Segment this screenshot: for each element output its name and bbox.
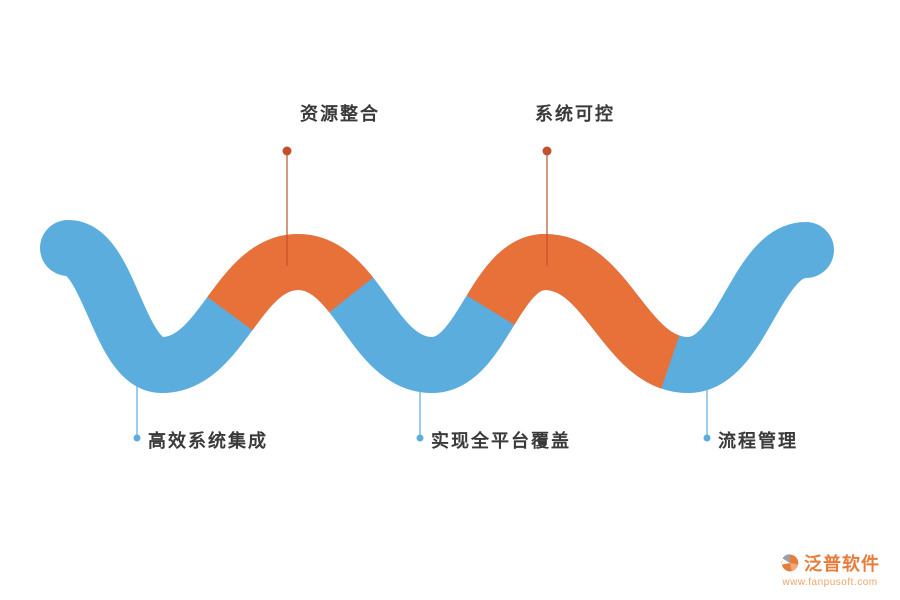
logo-url: www.fanpusoft.com bbox=[782, 577, 878, 588]
callout-dot-bottom-2 bbox=[416, 434, 424, 442]
fanpu-logo-icon bbox=[781, 554, 799, 572]
callout-dot-bottom-3 bbox=[703, 434, 711, 442]
callout-dot-bottom-1 bbox=[133, 434, 141, 442]
callout-dot-top-2 bbox=[542, 146, 552, 156]
callout-label-system-controllable: 系统可控 bbox=[535, 104, 615, 124]
callout-label-efficient-system-integration: 高效系统集成 bbox=[148, 431, 268, 451]
callout-label-full-platform-coverage: 实现全平台覆盖 bbox=[431, 431, 571, 451]
callout-label-resource-integration: 资源整合 bbox=[300, 104, 380, 124]
callout-label-process-management: 流程管理 bbox=[718, 431, 798, 451]
logo-name: 泛普软件 bbox=[804, 554, 880, 574]
fanpu-watermark: 泛普软件 www.fanpusoft.com bbox=[780, 550, 880, 588]
callout-dot-top-1 bbox=[282, 146, 292, 156]
wave-ribbon-blue bbox=[40, 220, 834, 394]
